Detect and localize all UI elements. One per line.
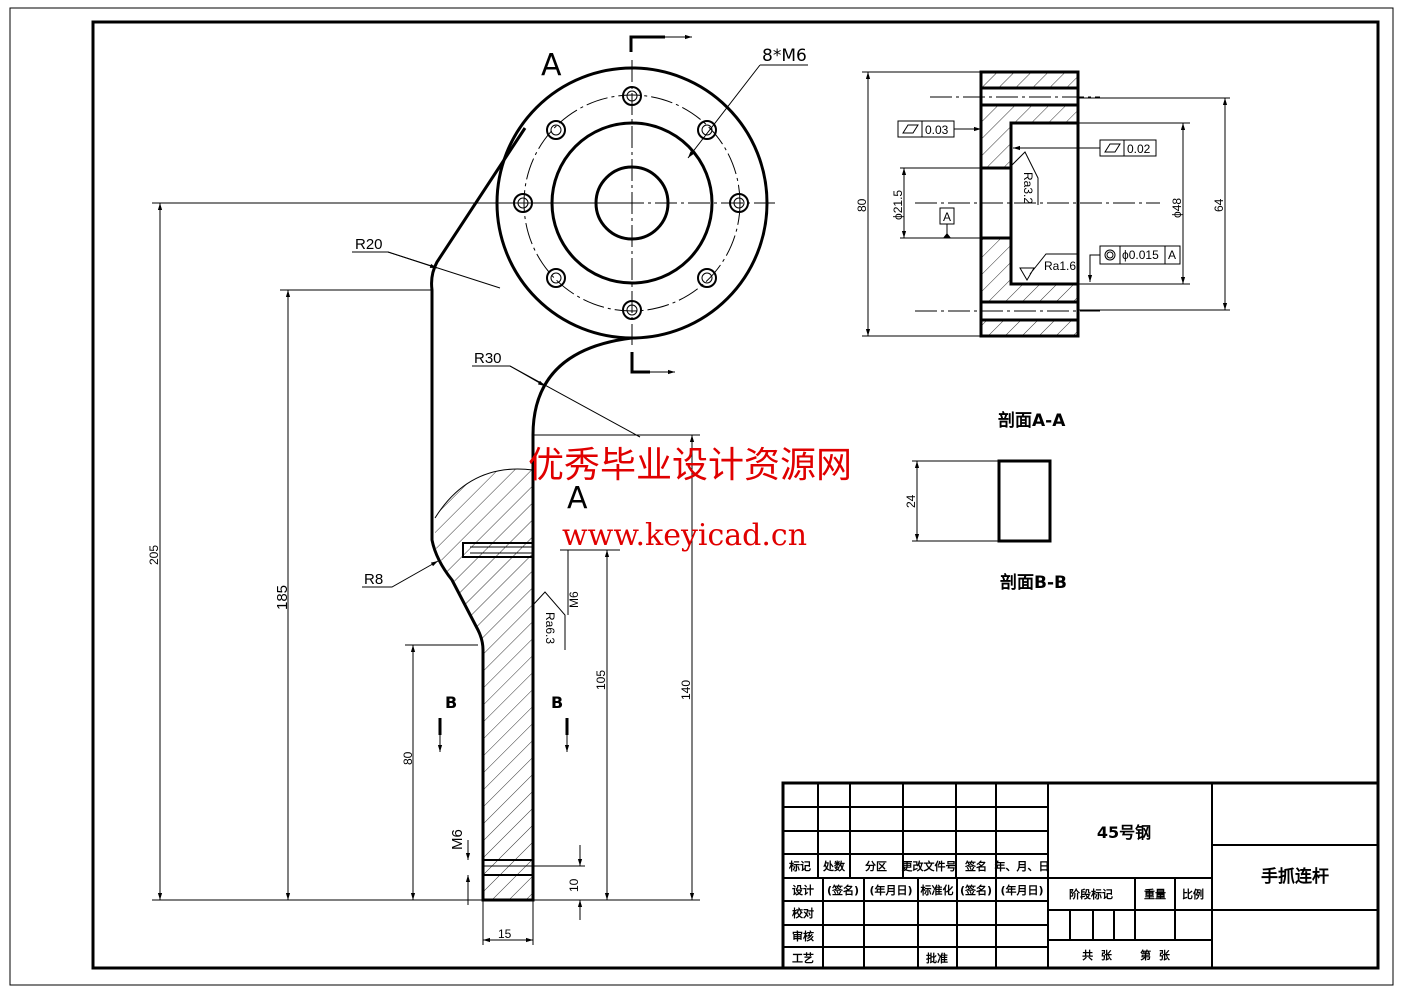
threaded-hole bbox=[462, 542, 534, 558]
section-b-right: B bbox=[551, 693, 563, 712]
section-aa-title: 剖面A-A bbox=[998, 410, 1066, 431]
tb-change-doc: 更改文件号 bbox=[902, 859, 957, 873]
tb-count: 处数 bbox=[822, 859, 846, 873]
section-bb-title: 剖面B-B bbox=[1000, 572, 1067, 593]
roughness-ra16: Ra1.6 bbox=[1044, 259, 1076, 273]
tb-design: 设计 bbox=[792, 883, 814, 897]
roughness-ra63: Ra6.3 bbox=[543, 612, 557, 644]
outer-border bbox=[9, 7, 1394, 986]
header-row: 标记 处数 分区 更改文件号 签名 年、月、日 bbox=[788, 859, 1050, 873]
tb-date: 年、月、日 bbox=[995, 859, 1050, 873]
section-a-label-mid: A bbox=[567, 481, 588, 516]
flatness-icon bbox=[1104, 143, 1121, 153]
datum-a: A bbox=[943, 210, 951, 224]
title-block: 标记 处数 分区 更改文件号 签名 年、月、日 设计 (签名) (年月日) 标准… bbox=[781, 781, 1380, 970]
dim-10: 10 bbox=[567, 878, 581, 892]
dim-64: 64 bbox=[1212, 198, 1226, 212]
dim-80-aa: 80 bbox=[855, 198, 869, 212]
tb-part-name: 手抓连杆 bbox=[1261, 866, 1329, 887]
thread-bottom-label: M6 bbox=[449, 829, 466, 850]
dim-205: 205 bbox=[147, 545, 161, 565]
tb-weight: 重量 bbox=[1144, 887, 1166, 901]
tb-sheet-no: 第 张 bbox=[1140, 948, 1171, 962]
section-b-left: B bbox=[445, 693, 457, 712]
tb-process: 工艺 bbox=[792, 951, 814, 965]
flatness-1: 0.03 bbox=[925, 123, 949, 137]
dim-48: ϕ48 bbox=[1170, 198, 1184, 218]
radius-r8: R8 bbox=[364, 571, 383, 588]
tb-check: 校对 bbox=[792, 906, 814, 920]
bolt-holes-label: 8*M6 bbox=[762, 46, 807, 66]
tb-stage-mark: 阶段标记 bbox=[1069, 887, 1113, 901]
bolt-holes bbox=[513, 86, 749, 320]
tb-sheets-total: 共 张 bbox=[1082, 948, 1113, 962]
tb-signature: 签名 bbox=[964, 859, 987, 873]
flatness-icon bbox=[902, 124, 919, 134]
break-line bbox=[434, 468, 534, 519]
tb-material: 45号钢 bbox=[1097, 823, 1151, 842]
dim-15: 15 bbox=[498, 927, 512, 941]
tb-design-date: (年月日) bbox=[869, 883, 912, 897]
tb-approve: 批准 bbox=[926, 951, 948, 965]
arm-outline bbox=[430, 127, 633, 902]
tb-std-date: (年月日) bbox=[1000, 883, 1043, 897]
concentricity-icon bbox=[1104, 249, 1116, 261]
tb-design-sign: (签名) bbox=[827, 883, 859, 897]
dim-24: 24 bbox=[904, 494, 918, 508]
front-view: A A 8*M6 R20 R30 R8 M6 Ra6.3 205 185 80 … bbox=[147, 34, 808, 945]
watermark-url[interactable]: www.keyicad.cn bbox=[562, 518, 807, 553]
drawing-frame bbox=[91, 20, 1380, 970]
section-b-b-view: 24 剖面B-B bbox=[904, 459, 1067, 593]
section-a-a-view: 80 ϕ21.5 ϕ48 64 0.03 0.02 Ra3.2 Ra1.6 A bbox=[855, 70, 1230, 431]
concentricity-datum: A bbox=[1168, 248, 1176, 262]
dim-80: 80 bbox=[401, 751, 415, 765]
tb-scale: 比例 bbox=[1182, 887, 1204, 901]
tb-std-sign: (签名) bbox=[960, 883, 992, 897]
tb-review: 审核 bbox=[792, 929, 814, 943]
radius-r30: R30 bbox=[474, 350, 502, 367]
dim-185: 185 bbox=[274, 585, 291, 610]
watermark-title: 优秀毕业设计资源网 bbox=[528, 445, 852, 486]
radius-r20: R20 bbox=[355, 236, 383, 253]
section-a-label-top: A bbox=[541, 48, 562, 83]
tb-zone: 分区 bbox=[865, 859, 887, 873]
design-row: 设计 (签名) (年月日) 标准化 (签名) (年月日) bbox=[792, 883, 1044, 897]
tb-standardization: 标准化 bbox=[920, 883, 954, 897]
flatness-2: 0.02 bbox=[1127, 142, 1151, 156]
thread-side-label: M6 bbox=[567, 591, 581, 608]
dim-105: 105 bbox=[594, 670, 608, 690]
roughness-ra32: Ra3.2 bbox=[1021, 172, 1035, 204]
dim-140: 140 bbox=[679, 680, 693, 700]
dim-bore: ϕ21.5 bbox=[891, 190, 905, 220]
tb-mark: 标记 bbox=[788, 859, 811, 873]
concentricity-value: ϕ0.015 bbox=[1122, 248, 1159, 262]
